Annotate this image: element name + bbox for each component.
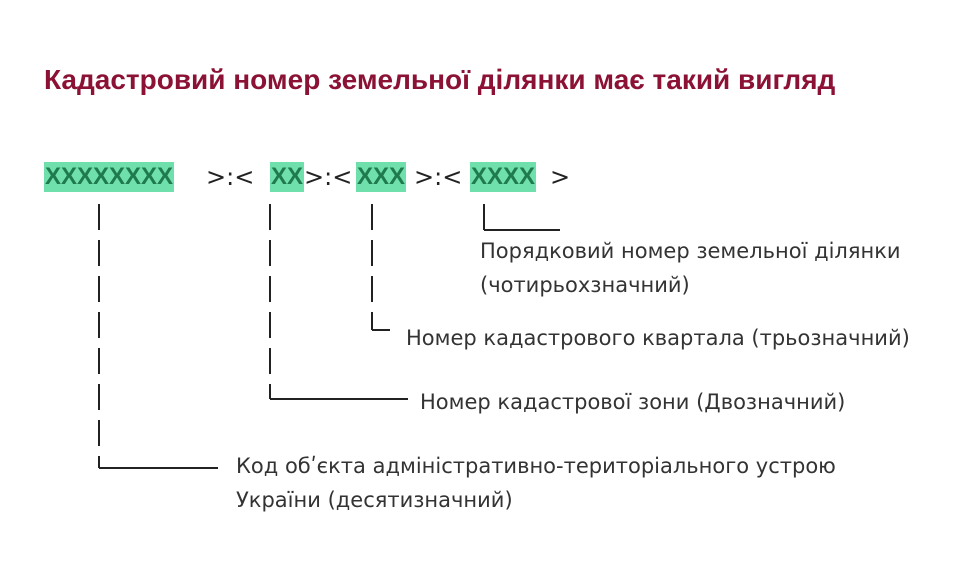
admin-code-placeholder: XXXXXXXX <box>44 162 175 192</box>
separator-1: >:< <box>206 163 255 191</box>
plot-number-label-line2: (чотирьохзначний) <box>480 273 690 297</box>
separator-4: > <box>550 163 571 191</box>
quarter-number-label: Номер кадастрового квартала (трьозначний… <box>406 326 910 350</box>
zone-number-label: Номер кадастрової зони (Двозначний) <box>420 390 846 414</box>
diagram-title: Кадастровий номер земельної ділянки має … <box>44 64 836 95</box>
quarter-code-placeholder: XXX <box>356 162 407 192</box>
plot-number-label-line1: Порядковий номер земельної ділянки <box>480 239 901 263</box>
admin-code-label-line1: Код обʹєкта адміністративно-територіальн… <box>236 454 836 478</box>
separator-3: >:< <box>414 163 463 191</box>
zone-code-placeholder: XX <box>270 162 305 192</box>
plot-code-placeholder: XXXX <box>470 162 537 192</box>
admin-code-label-line2: України (десятизначний) <box>236 488 513 512</box>
separator-2: >:< <box>304 163 353 191</box>
